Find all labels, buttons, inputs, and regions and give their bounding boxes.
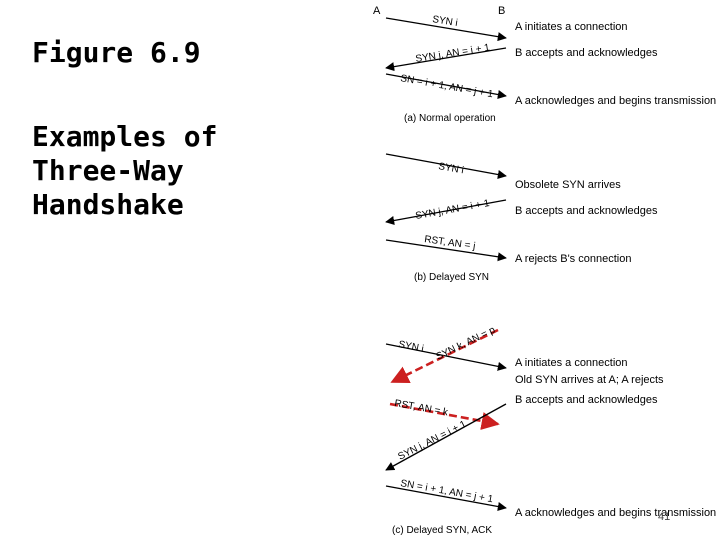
panel-a-msg-1-label: SYN i [432, 14, 459, 29]
panel-a-caption: (a) Normal operation [404, 113, 496, 124]
panel-c-msg-3-arrow [389, 402, 500, 430]
panel-a-msg-1-arrow [385, 17, 507, 42]
panel-b: SYN i Obsolete SYN arrives SYN j, AN = i… [385, 153, 658, 283]
panel-a-msg-2-desc: B accepts and acknowledges [515, 47, 658, 59]
figure-title: Figure 6.9 [32, 36, 201, 69]
panel-a-msg-1-desc: A initiates a connection [515, 21, 628, 33]
panel-c-msg-5-arrow [385, 485, 507, 511]
panel-c-msg-2-desc: Old SYN arrives at A; A rejects [515, 374, 664, 386]
panel-c-msg-3-desc: B accepts and acknowledges [515, 394, 658, 406]
panel-a-msg-2-label: SYN j, AN = i + 1 [415, 42, 491, 65]
panel-b-msg-2-desc: B accepts and acknowledges [515, 205, 658, 217]
panel-c-msg-5-desc: A acknowledges and begins transmission [515, 507, 716, 519]
page-number: 41 [658, 511, 670, 523]
panel-c-msg-1-arrow [385, 343, 507, 371]
panel-a-msg-3-desc: A acknowledges and begins transmission [515, 95, 716, 107]
figure-subtitle: Examples of Three-Way Handshake [32, 120, 218, 221]
title-block: Figure 6.9 Examples of Three-Way Handsha… [32, 36, 217, 221]
endpoint-b-label: B [498, 5, 505, 17]
panel-b-msg-2-label: SYN j, AN = i + 1 [415, 198, 491, 222]
panel-b-caption: (b) Delayed SYN [414, 272, 489, 283]
panel-c-msg-3-label: RST, AN = k [393, 398, 449, 418]
panel-c: SYN i A initiates a connection SYN k, AN… [385, 324, 716, 536]
panel-a: SYN i A initiates a connection SYN j, AN… [385, 14, 716, 124]
panel-a-msg-3-arrow [385, 73, 507, 99]
panel-b-msg-1-label: SYN i [437, 161, 464, 176]
panel-c-msg-1-desc: A initiates a connection [515, 357, 628, 369]
panel-c-msg-4-arrow [385, 403, 507, 471]
panel-a-msg-3-label: SN = i + 1, AN = j + 1 [399, 73, 494, 100]
endpoint-a-label: A [373, 5, 381, 17]
panel-b-msg-2-arrow [385, 199, 507, 225]
panel-c-msg-1-label: SYN i [397, 339, 424, 355]
panel-c-msg-4-label: SYN j, AN = i + 1 [396, 419, 468, 463]
panel-b-msg-3-arrow [385, 239, 507, 262]
panel-c-msg-2-label: SYN k, AN = p [434, 324, 497, 362]
panel-c-msg-2-arrow [390, 328, 499, 384]
panel-b-msg-1-arrow [385, 153, 507, 179]
panel-c-caption: (c) Delayed SYN, ACK [392, 525, 492, 536]
panel-a-msg-2-arrow [385, 47, 507, 72]
panel-b-msg-3-desc: A rejects B's connection [515, 253, 631, 265]
panel-b-msg-1-desc: Obsolete SYN arrives [515, 179, 621, 191]
